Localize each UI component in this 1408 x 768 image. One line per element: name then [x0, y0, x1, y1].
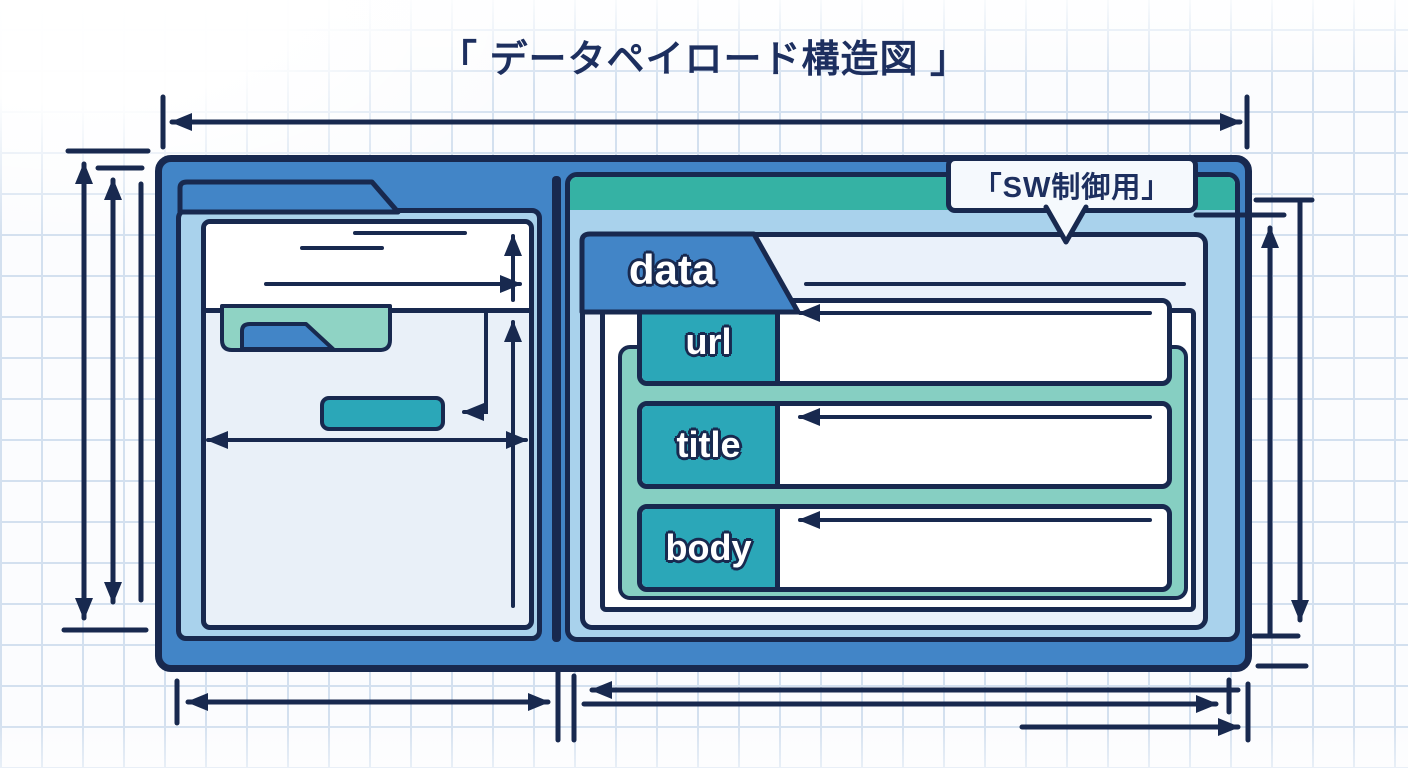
field-label-box: url [642, 303, 780, 381]
callout-bubble: 「SW制御用」 [946, 156, 1198, 213]
field-label-box: title [642, 406, 780, 484]
field-value-area [780, 509, 1167, 587]
teal-button [320, 396, 445, 431]
field-row-url: url [637, 298, 1172, 386]
field-label: url [685, 321, 732, 362]
field-row-title: title [637, 401, 1172, 489]
field-label-box: body [642, 509, 780, 587]
data-tab-label: data [628, 246, 716, 293]
left-card-header [206, 224, 529, 313]
field-value-area [780, 406, 1167, 484]
field-label: title [676, 424, 741, 465]
field-label: body [665, 527, 752, 568]
pane-divider [552, 176, 561, 642]
callout-label: 「SW制御用」 [972, 171, 1172, 204]
field-row-body: body [637, 504, 1172, 592]
diagram-title: 「 データペイロード構造図 」 [438, 39, 970, 81]
field-value-area [780, 303, 1167, 381]
